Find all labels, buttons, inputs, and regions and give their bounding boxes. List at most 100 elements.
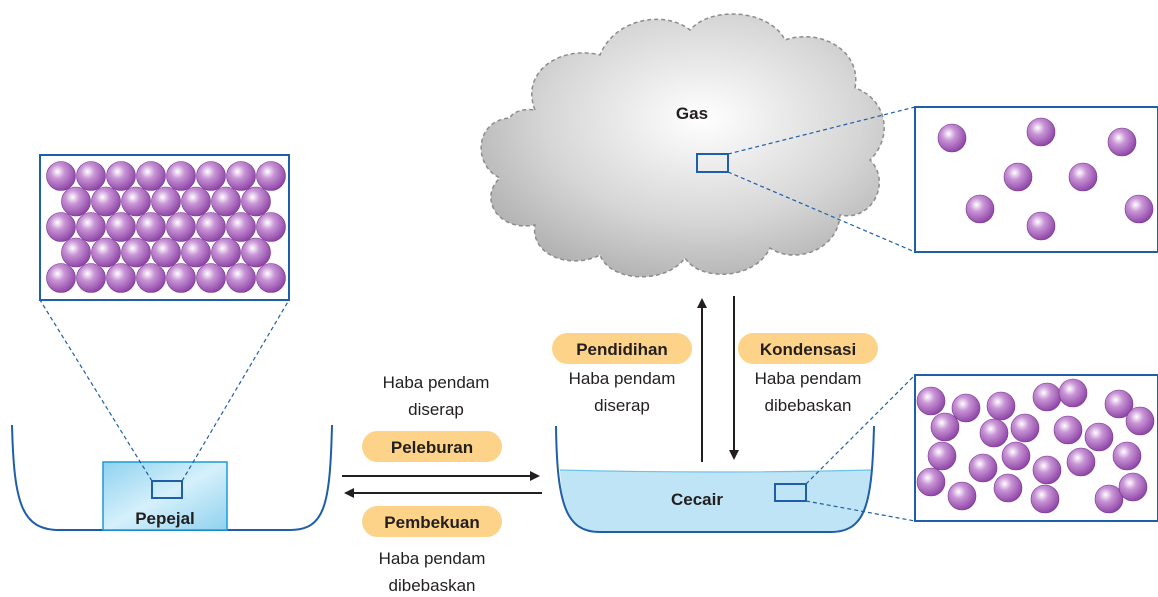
particle — [76, 212, 106, 242]
condensation-pill: Kondensasi — [738, 333, 878, 364]
particle — [226, 212, 256, 242]
freezing-note-line1: Haba pendam — [379, 549, 486, 568]
particle — [1118, 472, 1148, 502]
liquid-zoom-line-top — [805, 374, 916, 485]
particle — [1003, 162, 1033, 192]
particle — [979, 418, 1009, 448]
particle — [1032, 455, 1062, 485]
particle — [121, 186, 151, 217]
particle — [256, 263, 286, 293]
particle — [121, 237, 151, 268]
particle — [166, 161, 196, 191]
particle — [211, 186, 241, 217]
particle — [916, 386, 946, 416]
particle — [181, 237, 211, 268]
particle — [965, 194, 995, 224]
melting-pill: Peleburan — [362, 431, 502, 462]
freezing-label: Pembekuan — [384, 513, 479, 532]
liquid-zoom-line-bottom — [805, 500, 916, 522]
particle — [951, 393, 981, 423]
particle — [256, 161, 286, 191]
particle — [1094, 484, 1124, 514]
solid-block — [102, 461, 228, 531]
particle — [930, 412, 960, 442]
particle — [241, 237, 271, 268]
boiling-note-line1: Haba pendam — [569, 369, 676, 388]
particle — [968, 453, 998, 483]
particle — [136, 161, 166, 191]
particle — [136, 263, 166, 293]
melting-label: Peleburan — [391, 438, 473, 457]
particle — [46, 212, 76, 242]
particle — [1066, 447, 1096, 477]
particle — [993, 473, 1023, 503]
particle — [91, 237, 121, 268]
particle — [1068, 162, 1098, 192]
gas-zoom-line-bottom — [727, 171, 916, 253]
condensation-note-line1: Haba pendam — [755, 369, 862, 388]
boiling-note-line2: diserap — [594, 396, 650, 415]
melting-note-line1: Haba pendam — [383, 373, 490, 392]
gas-label: Gas — [676, 104, 708, 123]
particle — [1026, 211, 1056, 241]
particle — [241, 186, 271, 217]
gas-particles — [937, 117, 1154, 241]
freezing-note-line2: dibebaskan — [389, 576, 476, 595]
particle — [196, 263, 226, 293]
particle — [1026, 117, 1056, 147]
particle — [166, 212, 196, 242]
particle — [61, 186, 91, 217]
particle — [1112, 441, 1142, 471]
solid-zoom-line-right — [181, 299, 290, 482]
particle — [196, 161, 226, 191]
particle — [211, 237, 241, 268]
particle — [1084, 422, 1114, 452]
boiling-pill: Pendidihan — [552, 333, 692, 364]
particle — [1032, 382, 1062, 412]
condensation-note-line2: dibebaskan — [765, 396, 852, 415]
liquid-particles — [916, 378, 1155, 514]
particle — [106, 263, 136, 293]
particle — [106, 161, 136, 191]
particle — [256, 212, 286, 242]
particle — [226, 161, 256, 191]
particle — [76, 263, 106, 293]
particle — [986, 391, 1016, 421]
solid-particles — [46, 161, 286, 293]
particle — [1001, 441, 1031, 471]
solid-zoom-marker — [151, 480, 183, 499]
gas-zoom-marker — [696, 153, 729, 173]
particle — [91, 186, 121, 217]
particle — [46, 161, 76, 191]
particle — [106, 212, 136, 242]
gas-cloud — [480, 13, 885, 278]
particle — [1010, 413, 1040, 443]
liquid-fill — [560, 470, 872, 532]
particle — [1053, 415, 1083, 445]
particle — [151, 186, 181, 217]
solid-zoom-line-left — [39, 299, 153, 482]
particle — [166, 263, 196, 293]
melting-note-line2: diserap — [408, 400, 464, 419]
particle — [136, 212, 166, 242]
liquid-container — [555, 425, 875, 533]
condensation-label: Kondensasi — [760, 340, 856, 359]
liquid-label: Cecair — [671, 490, 723, 509]
particle — [151, 237, 181, 268]
particle — [1104, 389, 1134, 419]
liquid-surface — [559, 469, 873, 473]
particle — [226, 263, 256, 293]
particle — [76, 161, 106, 191]
liquid-zoom-marker — [774, 483, 807, 502]
particle — [916, 467, 946, 497]
particle — [937, 123, 967, 153]
particle — [1124, 194, 1154, 224]
solid-container — [11, 424, 333, 531]
particle — [61, 237, 91, 268]
particle — [1058, 378, 1088, 408]
solid-label: Pepejal — [135, 509, 195, 528]
particle — [927, 441, 957, 471]
particle — [1125, 406, 1155, 436]
particle — [1030, 484, 1060, 514]
